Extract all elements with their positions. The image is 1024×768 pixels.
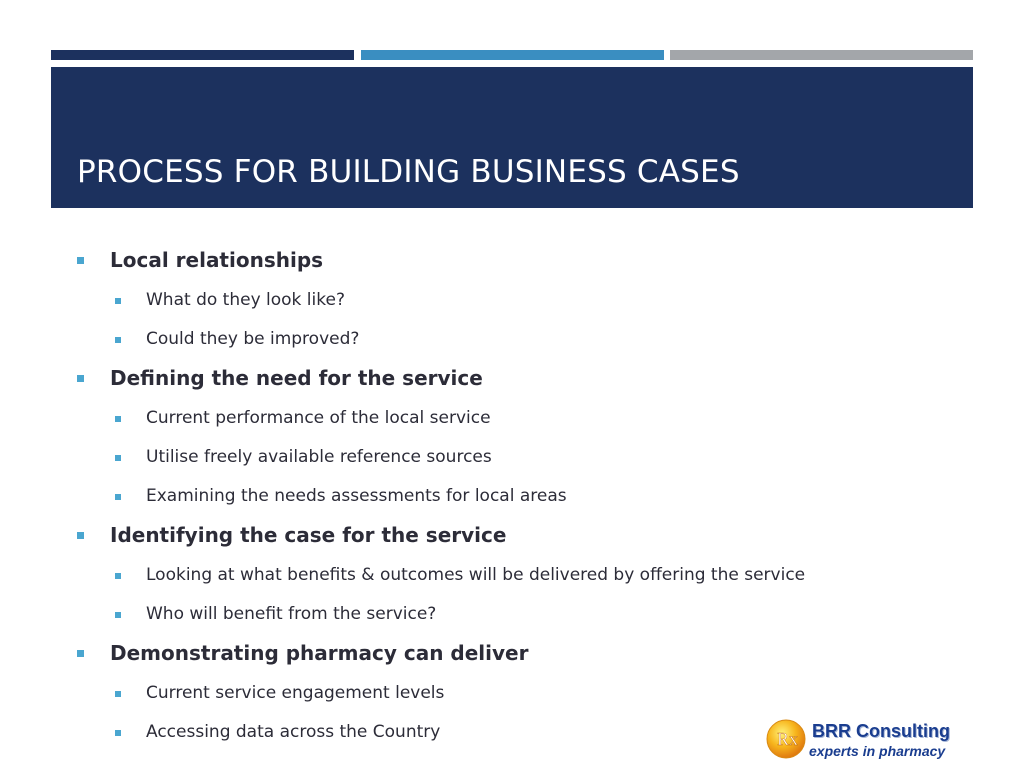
square-bullet-icon <box>115 455 121 461</box>
square-bullet-icon <box>115 573 121 579</box>
square-bullet-icon <box>77 532 84 539</box>
bullet-level2: Accessing data across the Country <box>76 716 976 755</box>
square-bullet-icon <box>115 494 121 500</box>
square-bullet-icon <box>115 612 121 618</box>
logo-tagline: experts in pharmacy <box>809 743 946 759</box>
bullet-level2: Could they be improved? <box>76 323 976 362</box>
rx-badge-icon: Rx <box>766 719 806 759</box>
bullet-text: Accessing data across the Country <box>146 722 441 742</box>
rx-badge-text: Rx <box>777 729 798 749</box>
top-bar-blue <box>361 50 664 60</box>
bullet-list: Local relationships What do they look li… <box>76 244 976 755</box>
top-bar-navy <box>51 50 354 60</box>
decorative-top-bars <box>51 50 973 60</box>
bullet-level2: Current service engagement levels <box>76 677 976 716</box>
slide-title: PROCESS FOR BUILDING BUSINESS CASES <box>77 154 740 190</box>
square-bullet-icon <box>77 257 84 264</box>
square-bullet-icon <box>77 650 84 657</box>
bullet-level2: Examining the needs assessments for loca… <box>76 480 976 519</box>
logo-name: BRR Consulting <box>812 721 950 741</box>
bullet-text: Defining the need for the service <box>110 366 483 390</box>
bullet-text: What do they look like? <box>146 290 345 310</box>
bullet-level1: Identifying the case for the service <box>76 519 976 559</box>
square-bullet-icon <box>115 730 121 736</box>
bullet-level2: Utilise freely available reference sourc… <box>76 441 976 480</box>
bullet-text: Identifying the case for the service <box>110 523 507 547</box>
square-bullet-icon <box>115 416 121 422</box>
bullet-level1: Demonstrating pharmacy can deliver <box>76 637 976 677</box>
title-band: PROCESS FOR BUILDING BUSINESS CASES <box>51 67 973 208</box>
bullet-text: Utilise freely available reference sourc… <box>146 447 492 467</box>
bullet-level2: Looking at what benefits & outcomes will… <box>76 559 976 598</box>
square-bullet-icon <box>115 691 121 697</box>
brr-consulting-logo: Rx BRR Consulting experts in pharmacy <box>766 715 976 765</box>
bullet-text: Examining the needs assessments for loca… <box>146 486 567 506</box>
bullet-text: Local relationships <box>110 248 324 272</box>
bullet-level1: Defining the need for the service <box>76 362 976 402</box>
bullet-level2: What do they look like? <box>76 284 976 323</box>
bullet-text: Current performance of the local service <box>146 408 491 428</box>
bullet-text: Demonstrating pharmacy can deliver <box>110 641 529 665</box>
bullet-text: Looking at what benefits & outcomes will… <box>146 565 806 585</box>
top-bar-gray <box>670 50 973 60</box>
bullet-level2: Current performance of the local service <box>76 402 976 441</box>
square-bullet-icon <box>77 375 84 382</box>
bullet-text: Could they be improved? <box>146 329 360 349</box>
bullet-level2: Who will benefit from the service? <box>76 598 976 637</box>
bullet-text: Current service engagement levels <box>146 683 445 703</box>
square-bullet-icon <box>115 298 121 304</box>
bullet-text: Who will benefit from the service? <box>146 604 437 624</box>
bullet-level1: Local relationships <box>76 244 976 284</box>
square-bullet-icon <box>115 337 121 343</box>
